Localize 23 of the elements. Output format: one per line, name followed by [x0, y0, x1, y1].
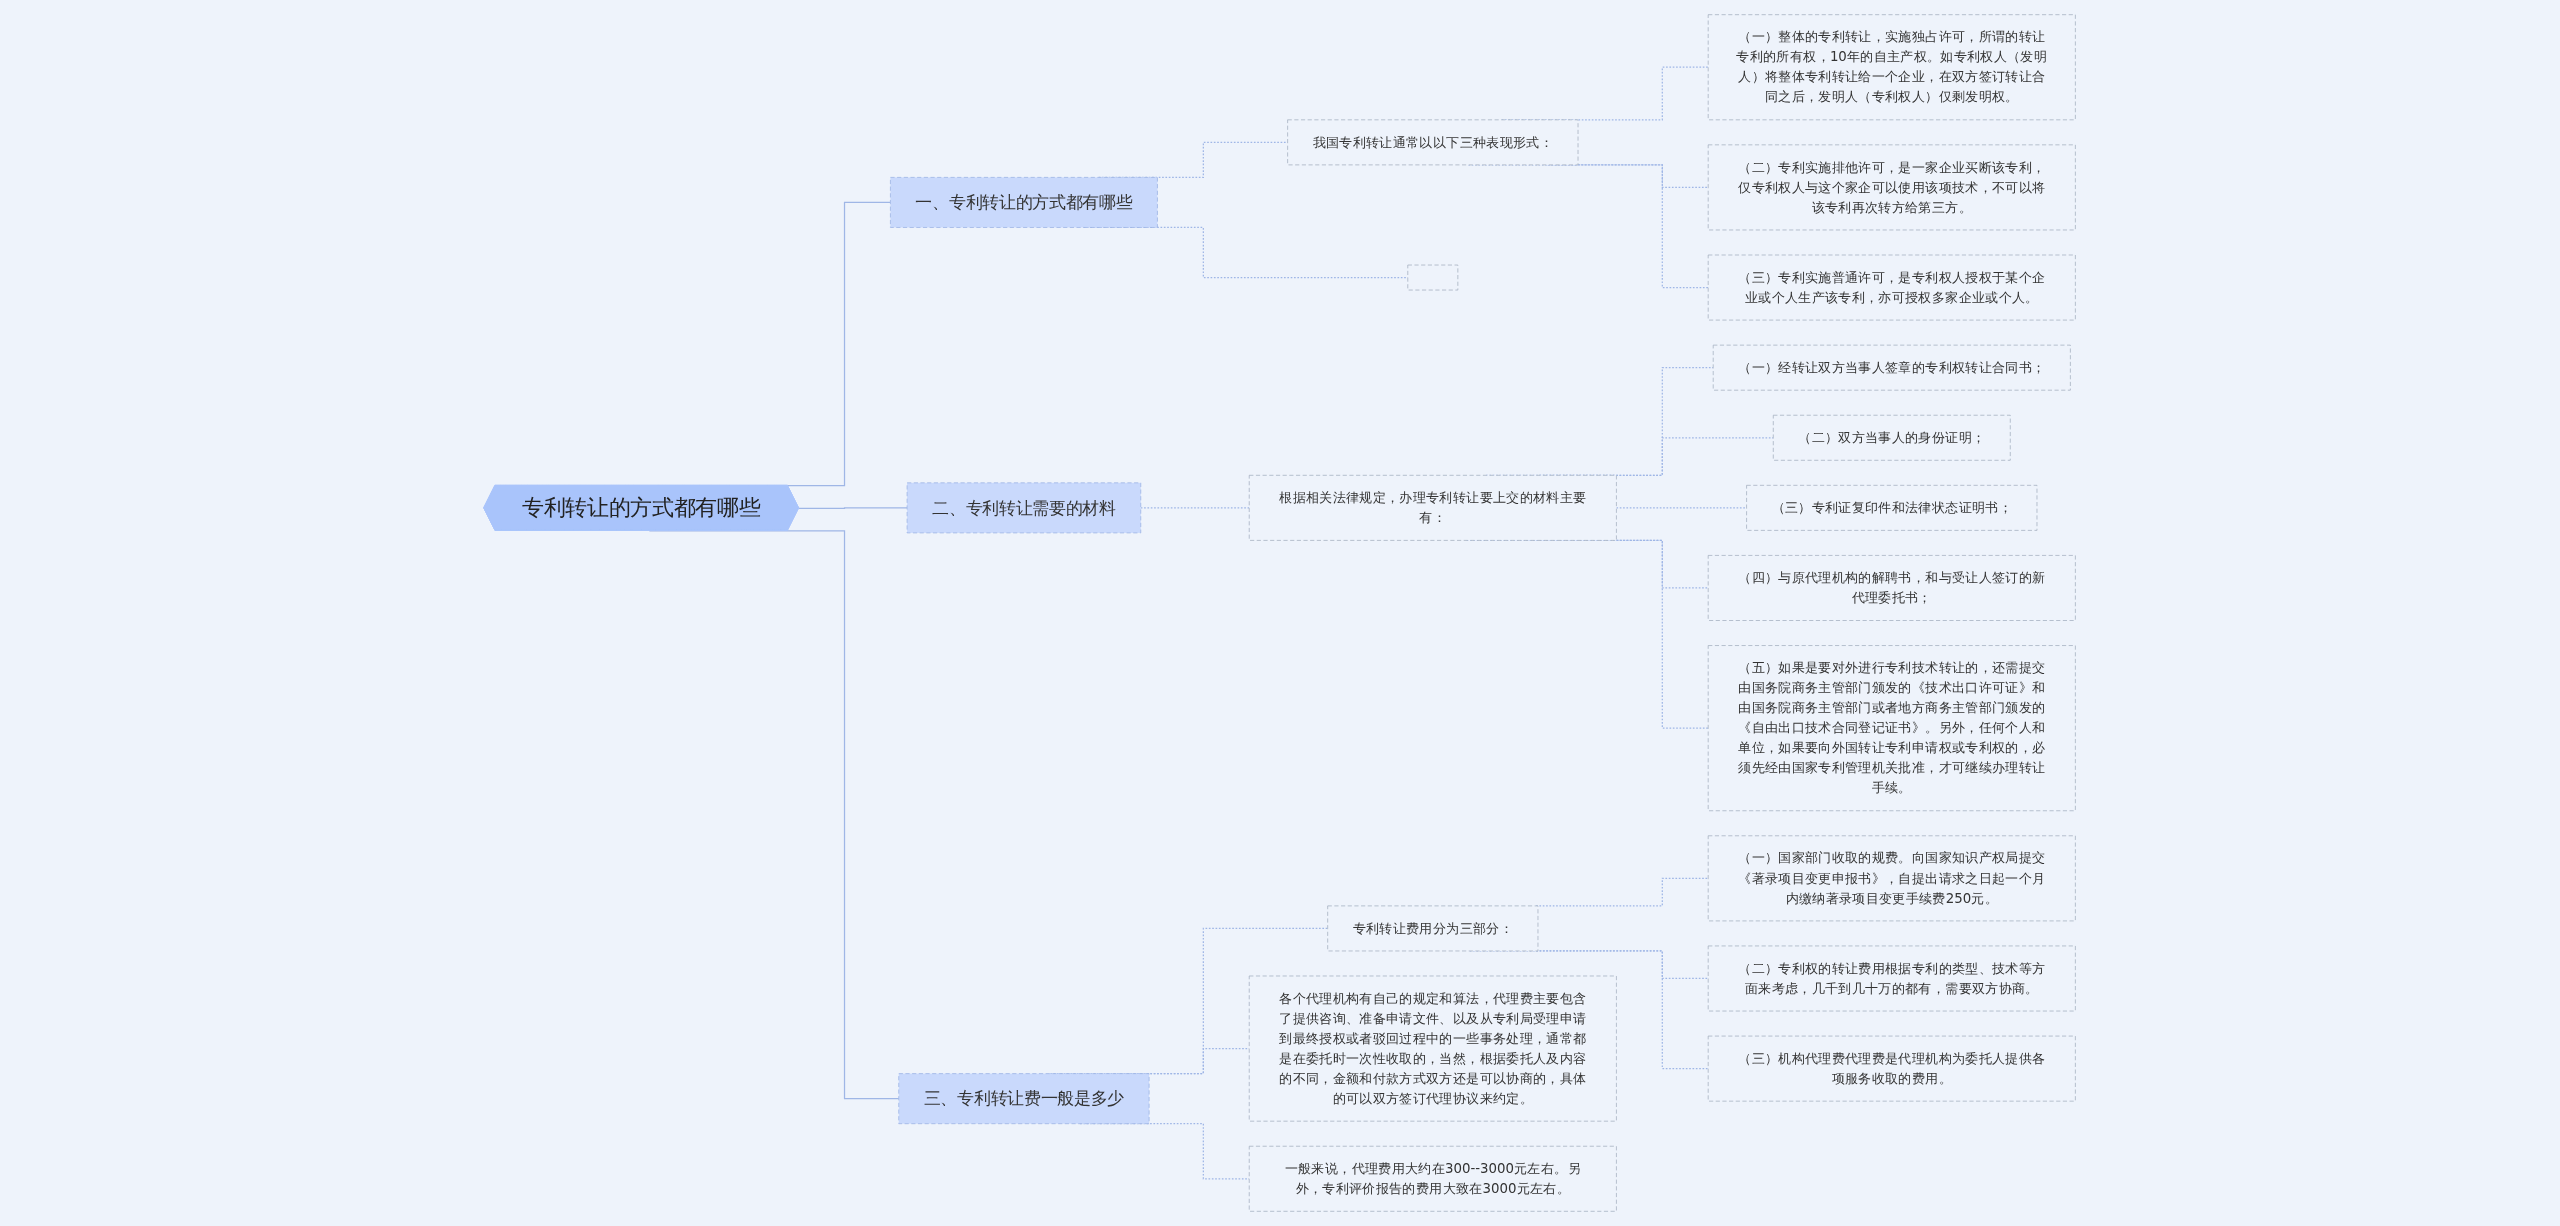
node-box: （四）与原代理机构的解聘书，和与受让人签订的新代理委托书；	[1708, 555, 2077, 621]
node-box: 二、专利转让需要的材料	[907, 482, 1142, 534]
node-box: 专利转让费用分为三部分：	[1327, 905, 1539, 952]
connector	[1535, 950, 1710, 980]
connector	[1616, 507, 1748, 509]
node-box: （二）专利实施排他许可，是一家企业买断该专利，仅专利权人与这个家企可以使用该项技术，不可以将该专利再次转方给第三方。	[1708, 144, 2077, 231]
node-box: 我国专利转让通常以以下三种表现形式：	[1287, 119, 1579, 166]
node-box: 一般来说，代理费用大约在300--3000元左右。另外，专利评价报告的费用大致在3000元左右。	[1249, 1145, 1618, 1212]
node-box: （三）专利证复印件和法律状态证明书；	[1746, 484, 2038, 531]
node-box: （五）如果是要对外进行专利技术转让的，还需提交由国务院商务主管部门颁发的《技术出口许可证》和由国务院商务主管部门或者地方商务主管部门颁发的《自由出口技术合同登记证书》。另外，任何个人和单位，如果要向外国转让专利申请权或专利权的，必须先经由国家专利管理机关批准，才可继续办理转让手续。	[1708, 645, 2077, 812]
node-box: （二）专利权的转让费用根据专利的类型、技术等方面来考虑，几千到几十万的都有，需要双方协商。	[1708, 945, 2077, 1012]
node-box: （一）经转让双方当事人签章的专利权转让合同书；	[1713, 344, 2072, 391]
node-box: （三）机构代理费代理费是代理机构为委托人提供各项服务收取的费用。	[1708, 1035, 2077, 1102]
node-box: （三）专利实施普通许可，是专利权人授权于某个企业或个人生产该专利，亦可授权多家企业或个人。	[1708, 254, 2077, 321]
node-box: （二）双方当事人的身份证明；	[1773, 414, 2012, 461]
node-box: （一）国家部门收取的规费。向国家知识产权局提交《著录项目变更申报书》，自提出请求之日起一个月内缴纳著录项目变更手续费250元。	[1708, 835, 2077, 922]
connector	[798, 507, 909, 509]
node-box: 三、专利转让费一般是多少	[898, 1073, 1150, 1125]
node-box	[1407, 264, 1459, 291]
node-box: 一、专利转让的方式都有哪些	[890, 177, 1159, 228]
node-box: 各个代理机构有自己的规定和算法，代理费主要包含了提供咨询、准备申请文件、以及从专利局受理申请到最终授权或者驳回过程中的一些事务处理，通常都是在委托时一次性收取的，当然，根据委托人及内容的不同，金额和付款方式双方还是可以协商的，具体的可以双方签订代理协议来约定。	[1249, 975, 1618, 1122]
node-box: 根据相关法律规定，办理专利转让要上交的材料主要有：	[1249, 474, 1618, 541]
node-box: （一）整体的专利转让，实施独占许可，所谓的转让专利的所有权，10年的自主产权。如专利权人（发明人）将整体专利转让给一个企业，在双方签订转让合同之后，发明人（专利权人）仅剩发明权。	[1708, 14, 2077, 121]
